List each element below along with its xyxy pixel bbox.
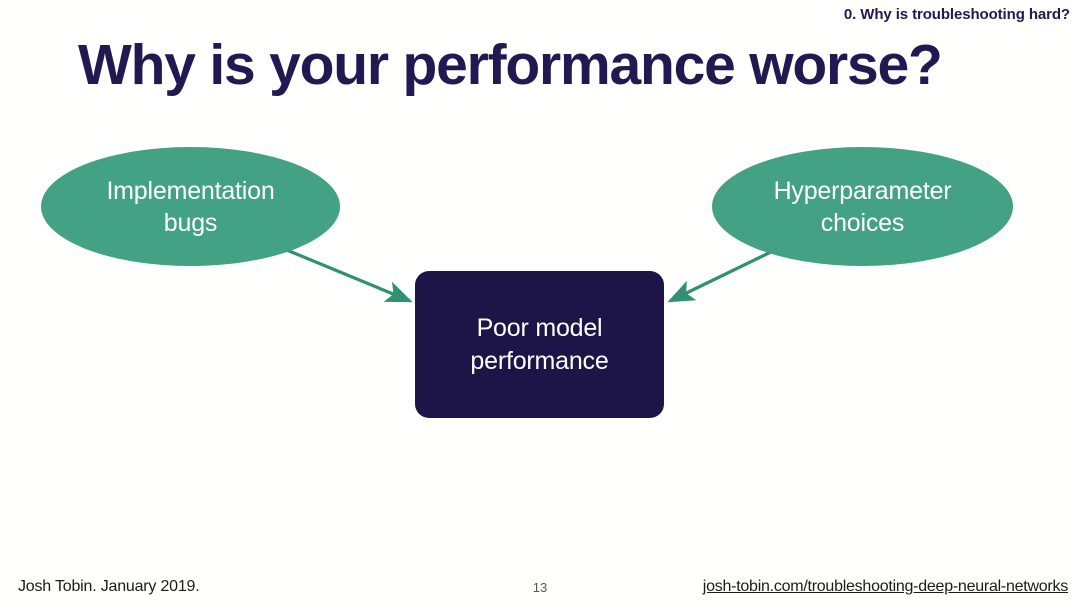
node-label-line2: performance	[470, 346, 609, 375]
node-label: Implementation bugs	[106, 175, 274, 239]
node-label-line1: Poor model	[476, 314, 603, 342]
node-label: Poor model performance	[470, 312, 608, 377]
node-implementation-bugs[interactable]: Implementation bugs	[41, 147, 340, 266]
footer-link[interactable]: josh-tobin.com/troubleshooting-deep-neur…	[702, 578, 1068, 595]
node-label-line2: bugs	[163, 208, 218, 237]
node-label-line1: Implementation	[106, 176, 275, 205]
node-label-line1: Hyperparameter	[773, 176, 952, 205]
edge-hyperparams-to-performance	[667, 248, 776, 303]
node-label: Hyperparameter choices	[774, 175, 952, 239]
edge-bugs-to-performance	[281, 246, 413, 303]
footer-author: Josh Tobin. January 2019.	[18, 578, 200, 595]
footer-page-number: 13	[532, 580, 548, 595]
node-hyperparameter-choices[interactable]: Hyperparameter choices	[712, 147, 1013, 266]
node-poor-model-performance[interactable]: Poor model performance	[415, 271, 664, 418]
node-label-line2: choices	[820, 208, 905, 237]
page-title: Why is your performance worse?	[78, 33, 943, 97]
section-label: 0. Why is troubleshooting hard?	[843, 6, 1070, 23]
